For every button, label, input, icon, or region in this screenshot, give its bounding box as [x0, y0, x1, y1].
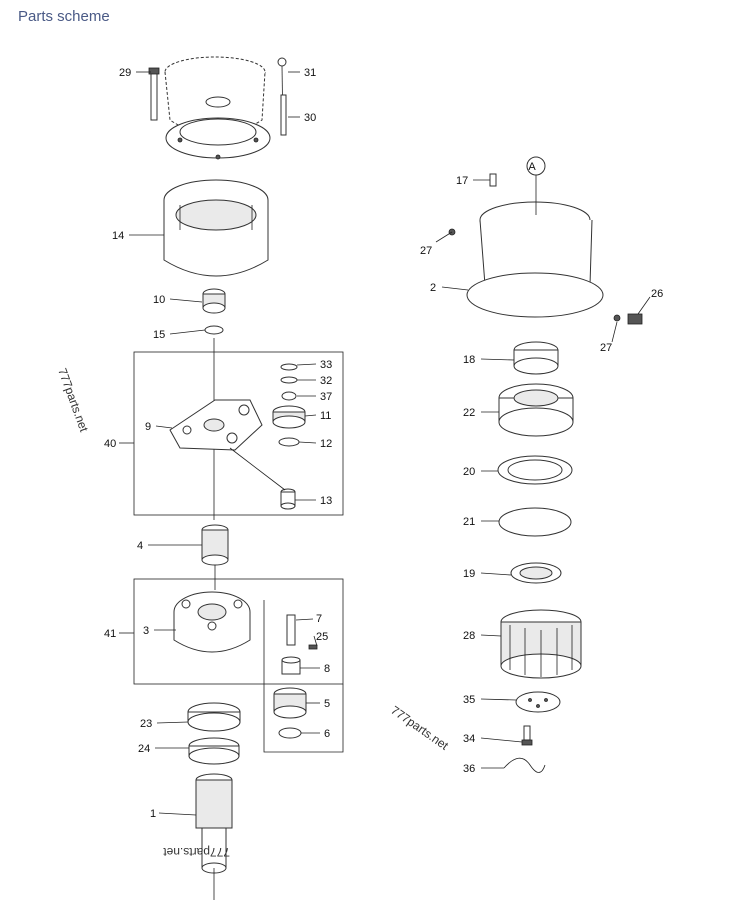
seal-19: [510, 562, 562, 584]
callout-20: 20: [463, 466, 475, 478]
bushing-8: [281, 656, 301, 675]
spring-36: [503, 757, 546, 773]
callout-33: 33: [320, 359, 332, 371]
callout-6: 6: [324, 728, 330, 740]
bearing-23: [187, 702, 241, 732]
housing: [466, 156, 604, 318]
callout-13: 13: [320, 495, 332, 507]
pinion-28: [500, 609, 582, 679]
pinion-shaft: [195, 773, 233, 900]
watermark-bottom: 777parts.net: [163, 845, 230, 859]
callout-35: 35: [463, 694, 475, 706]
ring-gear: [163, 179, 269, 277]
leader-lines: [119, 71, 651, 816]
callout-26: 26: [651, 288, 663, 300]
callout-14: 14: [112, 230, 124, 242]
planet-gear-11: [272, 405, 306, 429]
motor-flange: [164, 56, 271, 160]
spring-pin-25: [308, 644, 318, 650]
callout-40: 40: [104, 438, 116, 450]
callout-24: 24: [138, 743, 150, 755]
callout-37: 37: [320, 391, 332, 403]
sun-gear-4: [201, 524, 229, 566]
callout-28: 28: [463, 630, 475, 642]
callout-17: 17: [456, 175, 468, 187]
callout-23: 23: [140, 718, 152, 730]
callout-15: 15: [153, 329, 165, 341]
callout-7: 7: [316, 613, 322, 625]
callout-12: 12: [320, 438, 332, 450]
oil-seal-20: [497, 455, 573, 485]
callout-9: 9: [145, 421, 151, 433]
callout-41: 41: [104, 628, 116, 640]
callout-32: 32: [320, 375, 332, 387]
thrust-washer-15: [204, 325, 224, 335]
snap-ring-21: [498, 507, 572, 537]
seal-24: [188, 737, 240, 765]
bearing-18: [513, 341, 559, 375]
detail-marker-a: A: [528, 161, 536, 173]
planet-carrier: [173, 591, 251, 653]
watermark-left: 777parts.net: [55, 366, 91, 434]
planet-pin-13: [280, 488, 296, 510]
callout-22: 22: [463, 407, 475, 419]
planet-pin-7: [286, 614, 296, 646]
thrust-washer-6: [278, 727, 302, 739]
bolt: [148, 67, 160, 121]
callout-31: 31: [304, 67, 316, 79]
callout-36: 36: [463, 763, 475, 775]
thrust-ring-32: [280, 376, 298, 384]
callout-19: 19: [463, 568, 475, 580]
callout-3: 3: [143, 625, 149, 637]
pin-17: [489, 173, 497, 187]
bearing-37: [281, 391, 297, 401]
callout-10: 10: [153, 294, 165, 306]
callout-4: 4: [137, 540, 143, 552]
callout-labels: 29 31 30 14 10 15 33 32 37 11 12 13 9 40…: [104, 67, 663, 820]
planet-gear-5: [273, 687, 307, 719]
dipstick: [277, 57, 287, 136]
group-41-box: [133, 578, 344, 685]
callout-29: 29: [119, 67, 131, 79]
callout-27: 27: [420, 245, 432, 257]
callout-25: 25: [316, 631, 328, 643]
callout-18: 18: [463, 354, 475, 366]
callout-34: 34: [463, 733, 475, 745]
group-40-box: [133, 351, 344, 516]
page-title: Parts scheme: [18, 8, 110, 25]
plate-35: [515, 691, 561, 713]
carrier-plate: [169, 399, 263, 451]
thrust-ring-33: [280, 363, 298, 371]
callout-1: 1: [150, 808, 156, 820]
callout-21: 21: [463, 516, 475, 528]
callout-2: 2: [430, 282, 436, 294]
callout-11: 11: [320, 410, 331, 422]
callout-8: 8: [324, 663, 330, 675]
plug-26: [627, 313, 643, 325]
callout-30: 30: [304, 112, 316, 124]
thrust-washer-12: [278, 437, 300, 447]
bolt-34: [521, 725, 533, 746]
watermark-right: 777parts.net: [388, 703, 451, 753]
callout-5: 5: [324, 698, 330, 710]
bearing-22: [498, 383, 574, 437]
sun-gear-10: [202, 288, 226, 314]
plug-27: [613, 314, 621, 322]
callout-27-lower: 27: [600, 342, 612, 354]
